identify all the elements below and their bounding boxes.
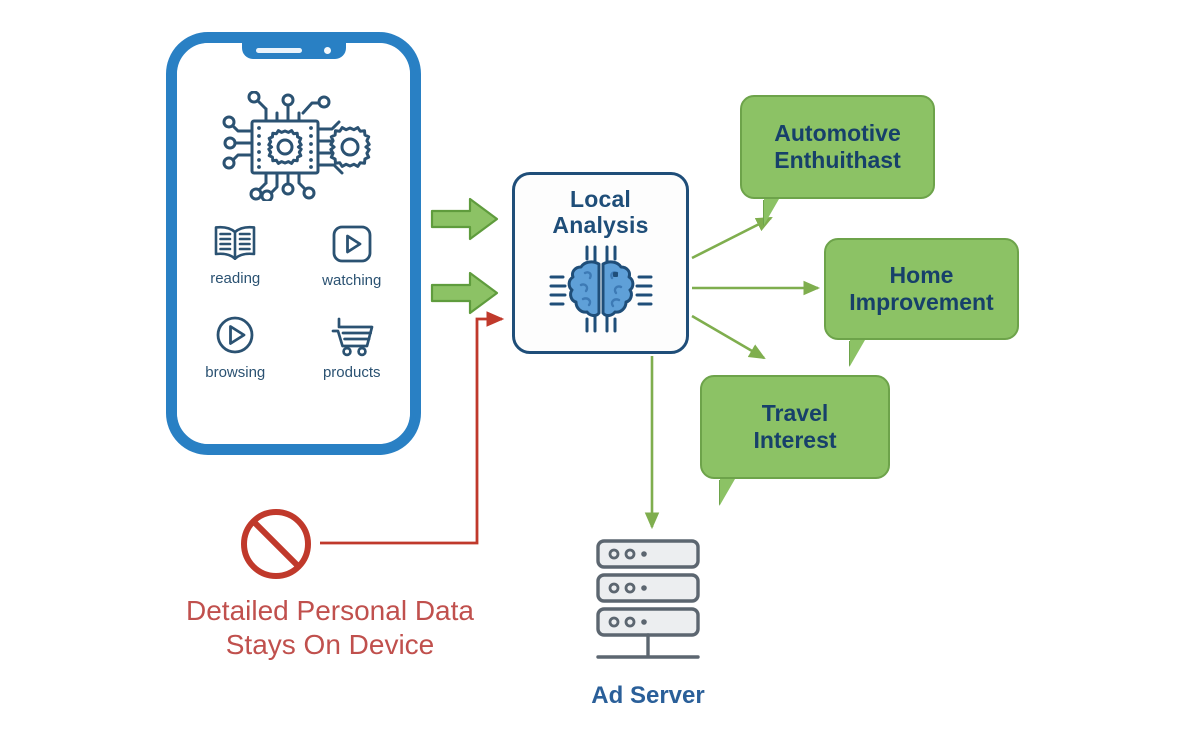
ad-server-label: Ad Server bbox=[591, 682, 705, 709]
bubble-line1: Home bbox=[889, 261, 954, 288]
phone-inner-ring bbox=[171, 37, 416, 450]
app-products[interactable]: products bbox=[294, 313, 411, 381]
bubble-line2: Interest bbox=[753, 427, 837, 453]
arrow-to-automotive bbox=[691, 216, 773, 260]
cpu-chip-gear-icon bbox=[222, 91, 371, 201]
earpiece-speaker bbox=[255, 48, 302, 53]
app-label: browsing bbox=[205, 364, 266, 381]
front-camera bbox=[323, 47, 331, 54]
bubble-line2: Improvement bbox=[849, 289, 994, 315]
local-analysis-title: Local Analysis bbox=[552, 186, 649, 239]
app-grid: reading watching bbox=[177, 223, 410, 381]
local-analysis-title-line2: Analysis bbox=[552, 211, 649, 238]
open-book-icon bbox=[214, 225, 256, 260]
play-circle-icon bbox=[216, 316, 254, 354]
arrow-to-travel bbox=[691, 314, 766, 360]
smartphone: reading watching bbox=[166, 32, 421, 455]
interest-bubble-travel[interactable]: Travel Interest bbox=[700, 375, 890, 505]
server-rack-icon bbox=[596, 539, 700, 659]
shopping-cart-icon bbox=[331, 317, 374, 357]
bubble-line1: Travel bbox=[761, 399, 829, 426]
bubble-line2: Enthuithast bbox=[774, 147, 901, 173]
interest-bubble-automotive[interactable]: Automotive Enthuithast bbox=[740, 95, 935, 225]
bubble-tail bbox=[764, 199, 779, 225]
bubble-tail bbox=[720, 479, 735, 505]
phone-screen: reading watching bbox=[177, 43, 410, 444]
video-play-square-icon bbox=[332, 225, 372, 263]
privacy-note-line1: Detailed Personal Data bbox=[186, 595, 474, 626]
app-watching[interactable]: watching bbox=[294, 223, 411, 289]
privacy-note-text: Detailed Personal Data Stays On Device bbox=[110, 594, 550, 662]
app-label: watching bbox=[322, 272, 382, 289]
brain-circuit-icon bbox=[549, 245, 652, 332]
bubble-tail bbox=[850, 340, 865, 366]
input-arrow-bottom bbox=[430, 271, 499, 315]
app-reading[interactable]: reading bbox=[177, 223, 294, 289]
app-label: products bbox=[322, 364, 381, 381]
interest-bubble-home-improvement[interactable]: Home Improvement bbox=[824, 238, 1019, 366]
app-label: reading bbox=[210, 270, 261, 287]
local-analysis-node[interactable]: Local Analysis bbox=[512, 172, 689, 354]
local-analysis-title-line1: Local bbox=[569, 186, 632, 212]
app-browsing[interactable]: browsing bbox=[177, 313, 294, 381]
privacy-note-line2: Stays On Device bbox=[225, 629, 435, 661]
phone-notch bbox=[241, 40, 346, 59]
prohibition-sign-icon bbox=[241, 509, 311, 579]
bubble-line1: Automotive bbox=[774, 119, 901, 146]
input-arrow-top bbox=[430, 197, 499, 241]
